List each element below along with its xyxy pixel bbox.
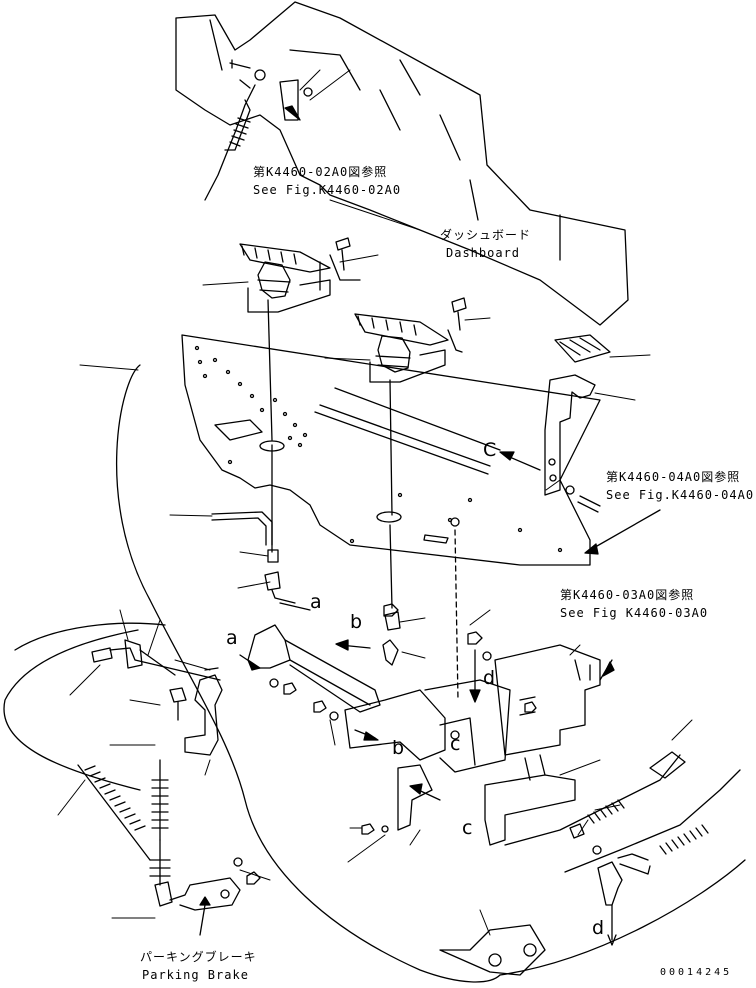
parking-brake-label-jp: パーキングブレーキ (140, 950, 257, 964)
lower-right-bracket (484, 754, 576, 846)
ref2-jp: 第K4460-04A0図参照 (606, 470, 741, 484)
top-bolt-bracket (229, 59, 313, 121)
pedal-bolt-1 (329, 237, 361, 281)
leader-lines (57, 69, 693, 936)
view-letter-c2: c (462, 817, 473, 839)
parking-brake-label-en: Parking Brake (142, 968, 249, 982)
ref3-jp: 第K4460-03A0図参照 (560, 588, 695, 602)
ref2-en: See Fig.K4460-04A0 (606, 488, 755, 502)
parking-lever (154, 877, 241, 911)
shaft-assembly (247, 624, 511, 773)
view-letter-d2: d (592, 917, 605, 939)
direction-arrows (199, 105, 661, 936)
left-rod (211, 511, 279, 563)
view-letter-a2: a (226, 627, 238, 649)
view-letter-c3: c (450, 733, 461, 755)
right-cable-2 (564, 769, 741, 873)
clevis-lower (382, 611, 401, 666)
pedal-bolt-2 (447, 297, 467, 353)
lower-lever (597, 861, 623, 946)
dashboard-panel (175, 1, 629, 326)
lower-center-bracket (397, 764, 433, 831)
clevis-upper (264, 571, 296, 604)
ref1-en: See Fig.K4460-02A0 (253, 183, 402, 197)
view-letter-a1: a (310, 591, 322, 613)
upper-left-linkage (91, 639, 221, 721)
upper-cable (204, 84, 256, 201)
view-letter-c1: C (483, 439, 497, 461)
drawing-number: 00014245 (660, 967, 733, 978)
hardware (233, 603, 651, 885)
lower-left-cable (77, 759, 171, 886)
ref3-en: See Fig K4460-03A0 (560, 606, 709, 620)
parking-cable-loop (3, 364, 746, 983)
view-letter-d1: d (483, 667, 496, 689)
pedal-pad (554, 334, 611, 363)
pedal-bracket (544, 374, 601, 513)
right-cable-1 (504, 751, 686, 846)
view-letter-b2: b (392, 737, 405, 759)
pedal-right (354, 313, 449, 383)
pedal-left (239, 243, 331, 313)
left-bracket (184, 667, 223, 756)
dashboard-label-en: Dashboard (446, 246, 521, 260)
view-letter-b1: b (350, 611, 363, 633)
right-box-bracket (494, 644, 601, 756)
dashboard-label-jp: ダッシュボード (440, 228, 532, 242)
floor-plate (181, 334, 601, 566)
ref1-jp: 第K4460-02A0図参照 (253, 165, 388, 179)
